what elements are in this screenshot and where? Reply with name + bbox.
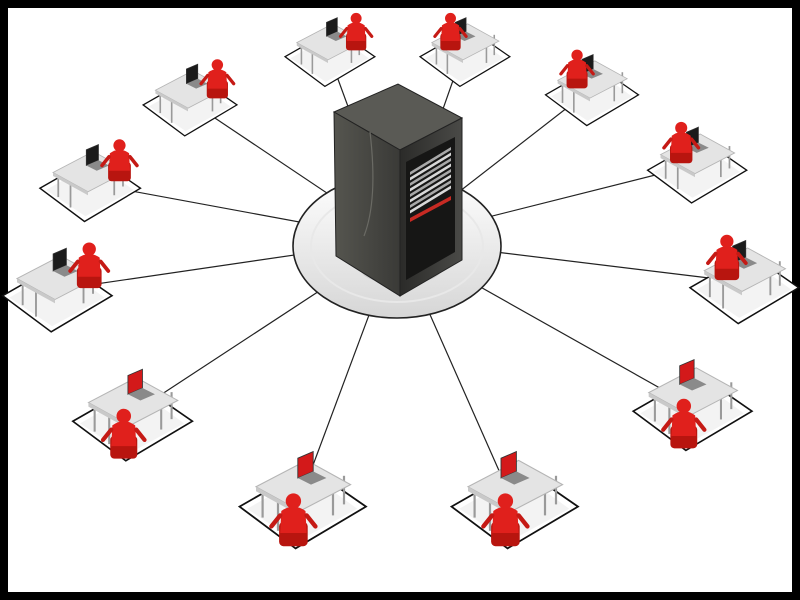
person-arms-icon: [199, 73, 236, 86]
person-body-icon: [567, 59, 587, 79]
workstation-9: [71, 368, 194, 462]
laptop-screen-icon: [85, 143, 99, 167]
person-body-icon: [207, 69, 228, 89]
server-drive-bay-icon: [410, 152, 451, 181]
person-arms-icon: [706, 251, 748, 265]
workstation-6: [631, 358, 754, 452]
server-drive-bay-icon: [410, 158, 451, 186]
person-head-icon: [497, 493, 514, 509]
person-head-icon: [350, 12, 362, 24]
laptop-screen-icon: [127, 368, 143, 395]
laptop-screen-icon: [52, 247, 67, 272]
person-head-icon: [116, 408, 132, 424]
person-head-icon: [571, 49, 583, 61]
desk-edge-icon: [704, 270, 742, 296]
desk-top-icon: [254, 459, 352, 512]
red-person-icon: [559, 49, 595, 89]
person-body-icon: [280, 506, 307, 533]
desk-edge-icon: [660, 154, 695, 178]
laptop-keyboard-icon: [127, 387, 155, 401]
person-body-icon: [77, 253, 101, 277]
laptop-keyboard-icon: [501, 471, 530, 485]
person-head-icon: [82, 242, 96, 256]
person-arms-icon: [100, 155, 139, 168]
red-person-icon: [100, 408, 147, 459]
red-person-icon: [269, 493, 318, 547]
server-indicator-icon: [410, 196, 451, 222]
laptop-keyboard-icon: [679, 378, 707, 391]
person-arms-icon: [68, 259, 111, 273]
server-drive-bay-icon: [410, 163, 451, 192]
workstation-10: [1, 242, 114, 333]
red-person-icon: [662, 121, 701, 164]
workstation-5: [688, 234, 800, 325]
workstation-2: [418, 12, 512, 88]
server-drive-bay-icon: [410, 185, 451, 214]
workstation-nodes: [1, 12, 800, 550]
desk-edge-icon: [53, 172, 88, 196]
person-head-icon: [676, 398, 692, 414]
person-body-icon: [346, 22, 366, 42]
workstation-7: [449, 450, 580, 550]
person-arms-icon: [661, 417, 707, 432]
person-head-icon: [211, 59, 224, 71]
workstation-3: [544, 49, 640, 127]
person-arms-icon: [559, 64, 595, 76]
workstation-12: [141, 59, 239, 137]
red-person-icon: [100, 139, 139, 182]
red-person-icon: [68, 242, 111, 289]
server-drive-bay-icon: [410, 174, 451, 203]
server-drive-bay-icon: [410, 169, 451, 197]
person-arms-icon: [269, 513, 318, 529]
person-head-icon: [445, 12, 456, 24]
person-arms-icon: [662, 137, 701, 150]
person-body-icon: [715, 246, 739, 269]
person-head-icon: [675, 121, 688, 134]
person-body-icon: [441, 22, 460, 42]
red-person-icon: [433, 12, 468, 51]
desk-edge-icon: [16, 278, 55, 304]
person-arms-icon: [100, 427, 147, 443]
server-rack-icon: [332, 83, 464, 297]
central-server-hub: [292, 83, 502, 319]
red-person-icon: [661, 398, 707, 449]
red-person-icon: [199, 59, 236, 99]
person-head-icon: [720, 234, 734, 248]
red-person-icon: [338, 12, 374, 51]
desk-edge-icon: [155, 90, 188, 112]
person-body-icon: [492, 506, 519, 533]
red-person-icon: [706, 234, 748, 281]
person-body-icon: [108, 149, 130, 171]
desk-edge-icon: [557, 80, 590, 102]
red-person-icon: [481, 493, 530, 547]
workstation-8: [237, 450, 368, 550]
desk-edge-icon: [296, 42, 328, 63]
person-head-icon: [285, 493, 302, 509]
server-drive-bay-icon: [410, 180, 451, 208]
person-body-icon: [670, 132, 692, 153]
server-drive-bay-icon: [410, 147, 451, 175]
person-arms-icon: [481, 513, 530, 529]
workstation-4: [646, 121, 748, 204]
workstation-11: [38, 139, 142, 223]
person-body-icon: [671, 411, 697, 436]
server-side-seam-icon: [363, 131, 374, 237]
person-head-icon: [113, 139, 126, 152]
person-arms-icon: [433, 26, 468, 38]
laptop-keyboard-icon: [297, 471, 327, 485]
desk-edge-icon: [431, 42, 463, 63]
person-body-icon: [111, 421, 137, 447]
person-arms-icon: [338, 26, 374, 38]
workstation-1: [283, 12, 377, 88]
